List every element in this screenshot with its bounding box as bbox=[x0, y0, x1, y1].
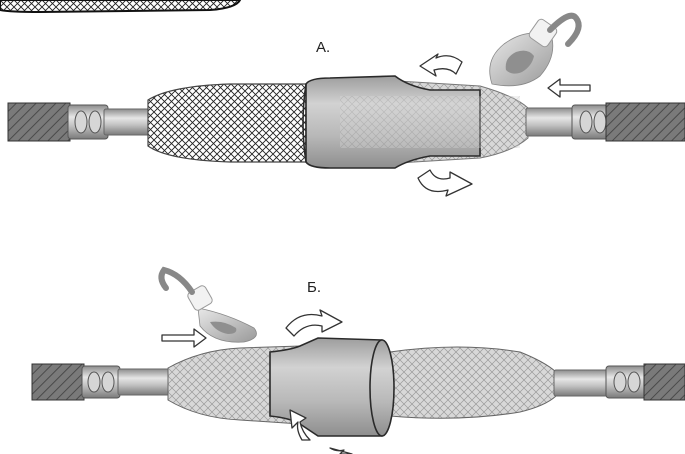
mesh-tape-left bbox=[148, 84, 306, 162]
gas-torch-icon bbox=[161, 270, 256, 342]
cable-left-b bbox=[32, 364, 84, 400]
cable-right-b bbox=[644, 364, 685, 400]
push-direction-arrow-icon bbox=[162, 329, 206, 347]
mesh-tape-right-b bbox=[390, 347, 556, 418]
connector-left-b bbox=[82, 366, 170, 398]
connector-left bbox=[68, 105, 150, 139]
previous-figure-fragment bbox=[0, 0, 240, 12]
push-direction-arrow-icon bbox=[548, 79, 590, 97]
cable-left bbox=[8, 103, 70, 141]
connector-right-b bbox=[554, 366, 646, 398]
panel-b-label: Б. bbox=[307, 279, 321, 296]
gas-torch-icon bbox=[490, 16, 579, 86]
cable-right bbox=[606, 103, 685, 141]
panel-a-label: А. bbox=[316, 39, 330, 56]
connector-right bbox=[526, 105, 608, 139]
panel-b-cable-assembly bbox=[32, 338, 685, 436]
